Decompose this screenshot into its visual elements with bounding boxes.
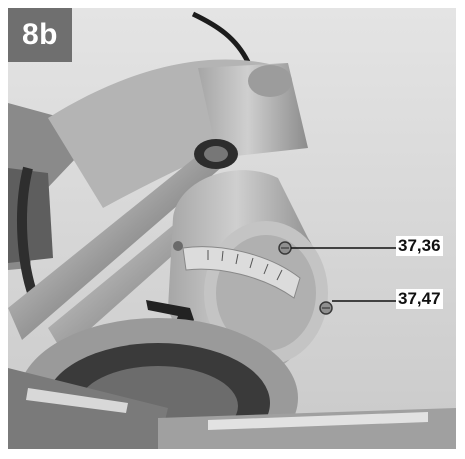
screw-top — [278, 241, 292, 255]
callout-label-bottom: 37,47 — [396, 289, 443, 309]
figure-label-badge: 8b — [8, 8, 72, 62]
screw-bottom — [319, 301, 333, 315]
figure-label: 8b — [21, 18, 58, 51]
callout-label-top: 37,36 — [396, 236, 443, 256]
power-cable — [191, 11, 251, 64]
product-photo — [8, 8, 456, 449]
